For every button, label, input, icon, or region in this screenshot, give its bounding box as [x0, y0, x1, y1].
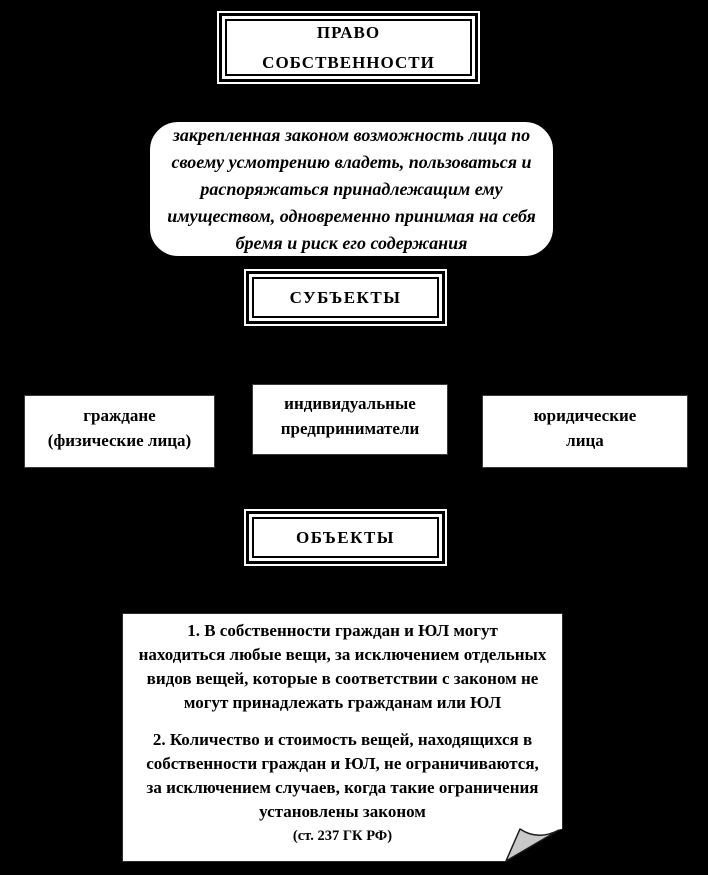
text-line: установлены законом	[259, 802, 426, 821]
text-line: собственности граждан и ЮЛ, не ограничив…	[146, 754, 539, 773]
text-line: юридические	[533, 406, 637, 425]
objects-note-citation: (ст. 237 ГК РФ)	[292, 828, 393, 844]
subjects-header-border: СУБЪЕКТЫ	[252, 277, 439, 318]
text-line: могут принадлежать гражданам или ЮЛ	[183, 693, 502, 712]
legal-entities-box: юридические лица	[482, 395, 688, 468]
objects-note-paragraph-2: 2. Количество и стоимость вещей, находящ…	[127, 728, 558, 824]
folded-corner-icon	[505, 828, 563, 862]
text-line: граждане	[83, 406, 156, 425]
entrepreneurs-box: индивидуальные предприниматели	[252, 384, 448, 455]
objects-header-border: ОБЪЕКТЫ	[252, 517, 439, 558]
text-line: распоряжаться принадлежащим ему	[200, 178, 503, 199]
text-line: имуществом, одновременно принимая на себ…	[167, 205, 536, 226]
text-line: за исключением случаев, когда такие огра…	[146, 778, 539, 797]
text-line: 1. В собственности граждан и ЮЛ могут	[187, 621, 498, 640]
title-box-fill: ПРАВО СОБСТВЕННОСТИ	[222, 16, 475, 79]
text-line: находиться любые вещи, за исключением от…	[138, 645, 547, 664]
subjects-header-label: СУБЪЕКТЫ	[289, 287, 402, 307]
title-box: ПРАВО СОБСТВЕННОСТИ	[217, 11, 480, 84]
definition-text: закрепленная законом возможность лица по…	[167, 122, 536, 257]
objects-note-box: 1. В собственности граждан и ЮЛ могут нах…	[122, 613, 563, 862]
objects-header-fill: ОБЪЕКТЫ	[249, 514, 442, 561]
legal-entities-box-label: юридические лица	[483, 403, 687, 453]
text-line: индивидуальные	[284, 394, 416, 413]
text-line: лица	[566, 431, 604, 450]
text-line: СОБСТВЕННОСТИ	[262, 52, 435, 72]
objects-header-label: ОБЪЕКТЫ	[295, 527, 396, 547]
text-line: 2. Количество и стоимость вещей, находящ…	[152, 730, 533, 749]
text-line: ПРАВО	[316, 22, 381, 42]
citizens-box-label: граждане (физические лица)	[25, 403, 214, 453]
subjects-header-fill: СУБЪЕКТЫ	[249, 274, 442, 321]
text-line: своему усмотрению владеть, пользоваться …	[171, 151, 532, 172]
text-line: видов вещей, которые в соответствии с за…	[146, 669, 539, 688]
text-line: (физические лица)	[47, 431, 192, 450]
diagram-title: ПРАВО СОБСТВЕННОСТИ	[262, 18, 435, 78]
definition-box: закрепленная законом возможность лица по…	[148, 120, 555, 258]
text-line: предприниматели	[280, 419, 420, 438]
text-line: бремя и риск его содержания	[235, 232, 468, 253]
objects-header: ОБЪЕКТЫ	[244, 509, 447, 566]
entrepreneurs-box-label: индивидуальные предприниматели	[253, 391, 447, 441]
subjects-header: СУБЪЕКТЫ	[244, 269, 447, 326]
objects-note-paragraph-1: 1. В собственности граждан и ЮЛ могут нах…	[127, 619, 558, 715]
title-box-border: ПРАВО СОБСТВЕННОСТИ	[225, 19, 472, 76]
citizens-box: граждане (физические лица)	[24, 395, 215, 468]
text-line: закрепленная законом возможность лица по	[172, 124, 531, 145]
